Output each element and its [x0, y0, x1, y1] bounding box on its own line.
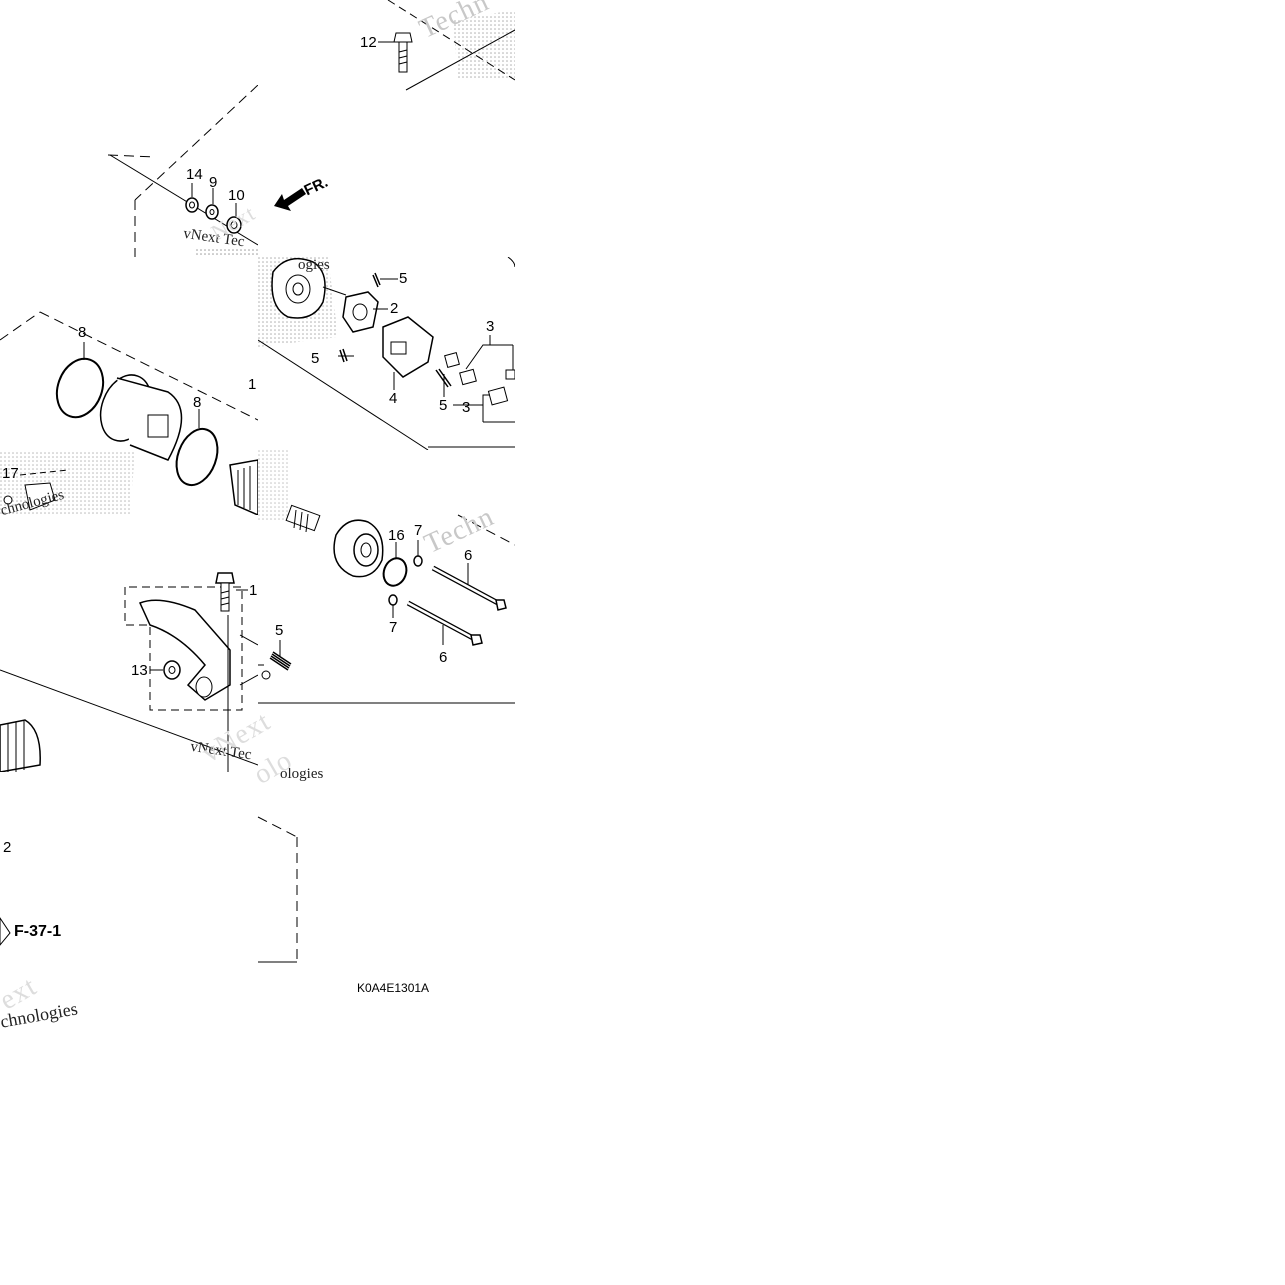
pinion-shaft-shape [285, 504, 321, 533]
diagram-tile-yoke: 8 1 8 17 chnologies [0, 300, 258, 515]
o-ring-16-shape [382, 557, 408, 587]
tile-bracket-drawing [0, 572, 258, 772]
diagram-tile-brush-holder: 5 2 3 5 4 5 3 ogies [258, 257, 515, 450]
brush-3-shapes [444, 352, 515, 406]
diagram-tile-front-cover: 16 7 6 7 6 Techn [258, 450, 515, 706]
brush-plate-2-shape [342, 291, 379, 333]
drawing-code: K0A4E1301A [357, 981, 430, 995]
long-bolt-6-lower-shape [406, 600, 483, 646]
diagram-tile-bracket: 1 13 vNext Tec [0, 515, 258, 772]
watermark-text: ogies [298, 257, 330, 273]
spring-strip-drawing [258, 640, 292, 680]
bracket-shape [138, 599, 231, 701]
callout-1-lower: 1 [249, 582, 258, 599]
callout-2-ref: 2 [3, 839, 12, 856]
callout-13: 13 [131, 662, 148, 679]
callout-6-lower: 6 [439, 649, 448, 666]
callout-6-upper: 6 [464, 547, 473, 564]
long-bolt-6-upper-shape [431, 565, 507, 611]
diagram-tile-spring-strip: 5 [258, 620, 298, 690]
callout-3-lower: 3 [462, 399, 471, 416]
tile-reference-drawing [0, 816, 298, 963]
front-cover-shape [333, 519, 384, 578]
tile-yoke-drawing [0, 311, 258, 515]
washer-14-shape [185, 197, 199, 213]
o-ring-8-left-shape [55, 357, 105, 419]
tile-top-drawing [378, 0, 515, 91]
callout-1-upper: 1 [248, 376, 257, 393]
end-cover-shape [271, 257, 326, 319]
callout-5-bracket: 5 [275, 622, 284, 639]
callout-9: 9 [209, 174, 218, 191]
reference-page-label[interactable]: F-37-1 [14, 923, 62, 940]
front-arrow-icon [274, 188, 306, 211]
callout-12: 12 [360, 34, 377, 51]
callout-8-left: 8 [78, 324, 87, 341]
tile-brush-holder-drawing [258, 257, 515, 450]
front-direction-indicator: FR. [272, 174, 342, 216]
brush-holder-4-shape [382, 316, 434, 378]
diagram-tile-reference: 2 F-37-1 [0, 815, 298, 963]
callout-4: 4 [389, 390, 398, 407]
callout-7-lower: 7 [389, 619, 398, 636]
washer-10-shape [226, 216, 242, 234]
callout-5-upper: 5 [399, 270, 408, 287]
watermark-text: ologies [280, 766, 324, 782]
tile-washers-drawing [107, 85, 258, 257]
yoke-cylinder-shape [99, 374, 183, 461]
nut-13-shape [163, 660, 181, 680]
diagram-tile-washers: 14 9 10 vNext Tec [0, 85, 258, 257]
callout-17: 17 [2, 465, 19, 482]
callout-3-upper: 3 [486, 318, 495, 335]
washer-9-shape [205, 204, 219, 220]
callout-2-holder: 2 [390, 300, 399, 317]
o-ring-8-right-shape [175, 427, 219, 487]
callout-5-left: 5 [311, 350, 320, 367]
diagram-tile-top: 12 Techn [258, 0, 515, 257]
callout-7-upper: 7 [414, 522, 423, 539]
callout-14: 14 [186, 166, 203, 183]
spring-shapes [339, 272, 452, 388]
armature-shape [229, 459, 258, 515]
callout-16: 16 [388, 527, 405, 544]
starter-motor-end-shape [0, 719, 41, 772]
callout-10: 10 [228, 187, 245, 204]
bolt-1-shape [215, 572, 235, 612]
callout-8-right: 8 [193, 394, 202, 411]
tile-front-cover-drawing [258, 450, 515, 704]
bolt-12-shape [393, 32, 413, 73]
callout-5-lower: 5 [439, 397, 448, 414]
